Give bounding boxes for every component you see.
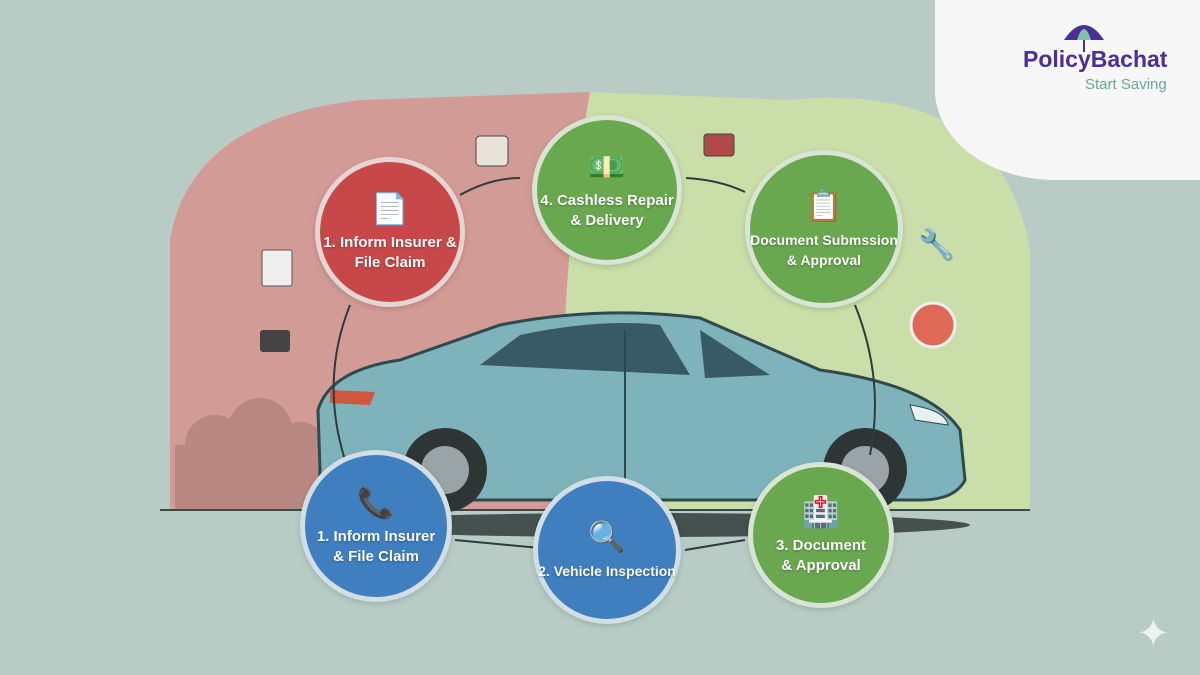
calendar-icon xyxy=(475,135,509,167)
phone-card-icon: 📞 xyxy=(357,486,395,520)
document-icon xyxy=(261,249,293,287)
cash-hand-icon: 💵 xyxy=(588,150,626,184)
umbrella-icon xyxy=(1064,25,1104,52)
clipboard-check-icon: 📋 xyxy=(805,189,843,223)
brand-name: PolicyBachat xyxy=(1023,46,1168,72)
step-document-approval[interactable]: 🏥 3. Document & Approval xyxy=(748,462,894,608)
credit-card-icon xyxy=(703,133,735,157)
step-vehicle-inspection[interactable]: 🔍 2. Vehicle Inspection xyxy=(533,476,681,624)
step-inform-insurer-blue[interactable]: 📞 1. Inform Insurer & File Claim xyxy=(300,450,452,602)
policybachat-logo[interactable]: PolicyBachat Start Saving xyxy=(935,0,1200,180)
decorative-icons: 🔧 xyxy=(260,133,957,352)
brand-tagline: Start Saving xyxy=(1085,76,1167,93)
step-inform-insurer-red[interactable]: 📄 1. Inform Insurer & File Claim xyxy=(315,157,465,307)
garage-icon: 🏥 xyxy=(802,495,840,529)
wrench-icon: 🔧 xyxy=(918,226,955,262)
helmet-icon xyxy=(909,301,957,349)
step-cashless-repair[interactable]: 💵 4. Cashless Repair & Delivery xyxy=(532,115,682,265)
card-icon xyxy=(260,330,290,352)
magnifier-car-icon: 🔍 xyxy=(588,520,626,554)
sparkle-icon: ✦ xyxy=(1136,612,1170,656)
step-document-submission[interactable]: 📋 Document Submssion & Approval xyxy=(745,150,903,308)
bush-silhouette xyxy=(175,398,328,510)
document-x-icon: 📄 xyxy=(371,192,409,226)
flow-arrows xyxy=(332,177,876,551)
